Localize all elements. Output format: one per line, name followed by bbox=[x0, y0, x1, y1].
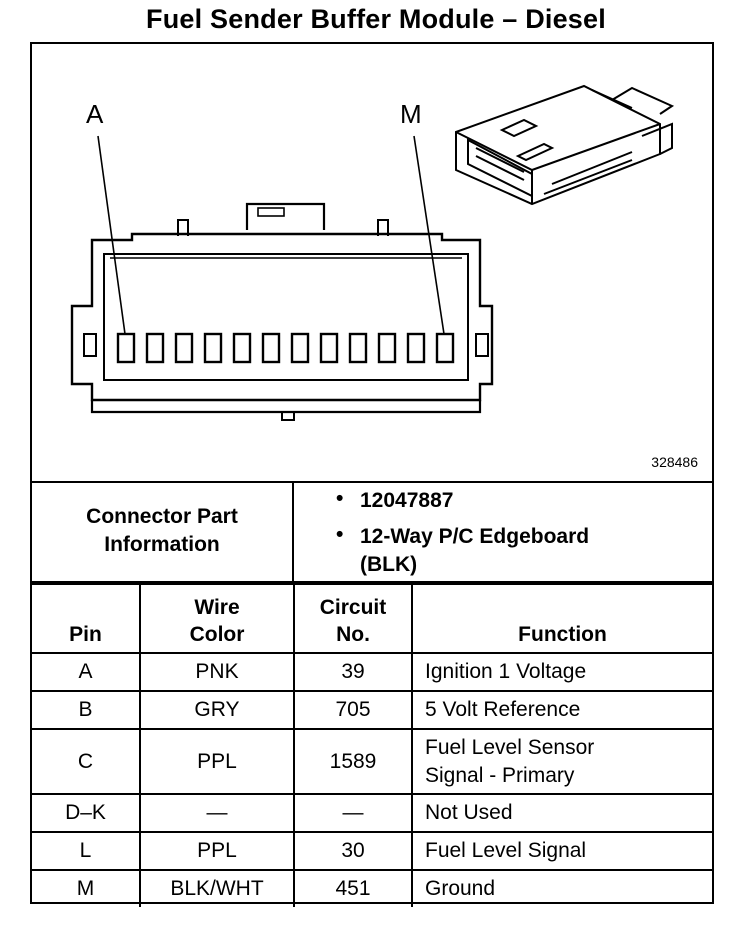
table-header-row: Pin Wire Color Circuit No. Function bbox=[32, 583, 712, 654]
connector-face-drawing bbox=[70, 84, 675, 421]
wire-color-cell: BLK/WHT bbox=[139, 869, 295, 907]
header-function: Function bbox=[411, 583, 712, 654]
circuit-cell: 451 bbox=[293, 869, 413, 907]
wire-color-cell: PPL bbox=[139, 831, 295, 871]
header-wire-color: Wire Color bbox=[139, 583, 295, 654]
pin-cell: A bbox=[32, 652, 141, 692]
circuit-cell: 705 bbox=[293, 690, 413, 730]
table-row: L PPL 30 Fuel Level Signal bbox=[32, 831, 712, 871]
wire-color-cell: — bbox=[139, 793, 295, 833]
function-cell: Not Used bbox=[411, 793, 712, 833]
circuit-cell: 1589 bbox=[293, 728, 413, 795]
figure-number: 328486 bbox=[651, 454, 698, 470]
circuit-cell: 30 bbox=[293, 831, 413, 871]
bullet-icon: • bbox=[336, 487, 344, 510]
pin-cell: L bbox=[32, 831, 141, 871]
pin-cavities bbox=[116, 332, 455, 364]
connector-part-information: Connector Part Information • 12047887 • … bbox=[32, 481, 712, 583]
function-cell: Fuel Level Signal bbox=[411, 831, 712, 871]
connector-diagram: A M 328486 bbox=[32, 44, 712, 483]
connector-info-values: • 12047887 • 12-Way P/C Edgeboard (BLK) bbox=[294, 481, 712, 581]
function-cell: 5 Volt Reference bbox=[411, 690, 712, 730]
function-cell: Ignition 1 Voltage bbox=[411, 652, 712, 692]
header-pin: Pin bbox=[32, 583, 141, 654]
page-title: Fuel Sender Buffer Module – Diesel bbox=[146, 4, 606, 34]
connector-type: 12-Way P/C Edgeboard (BLK) bbox=[360, 525, 590, 576]
pin-cell: B bbox=[32, 690, 141, 730]
table-row: B GRY 705 5 Volt Reference bbox=[32, 690, 712, 730]
pin-label-last: M bbox=[400, 99, 422, 129]
wire-color-cell: PPL bbox=[139, 728, 295, 795]
connector-info-label: Connector Part Information bbox=[32, 481, 294, 581]
table-row: M BLK/WHT 451 Ground bbox=[32, 869, 712, 907]
pin-cell: C bbox=[32, 728, 141, 795]
wire-color-cell: GRY bbox=[139, 690, 295, 730]
connector-part-number: 12047887 bbox=[360, 489, 454, 512]
diagram-frame: A M 328486 Connector Part Information • … bbox=[30, 42, 714, 907]
connector-isometric-drawing bbox=[455, 84, 675, 206]
wire-color-cell: PNK bbox=[139, 652, 295, 692]
pin-cell: M bbox=[32, 869, 141, 907]
table-row: C PPL 1589 Fuel Level Sensor Signal - Pr… bbox=[32, 728, 712, 795]
bullet-icon: • bbox=[336, 523, 344, 546]
table-row: D–K — — Not Used bbox=[32, 793, 712, 833]
header-circuit: Circuit No. bbox=[293, 583, 413, 654]
circuit-cell: — bbox=[293, 793, 413, 833]
function-cell: Fuel Level Sensor Signal - Primary bbox=[411, 728, 712, 795]
table-row: A PNK 39 Ignition 1 Voltage bbox=[32, 652, 712, 692]
pin-table: Pin Wire Color Circuit No. Function A PN… bbox=[32, 583, 712, 907]
circuit-cell: 39 bbox=[293, 652, 413, 692]
pin-label-first: A bbox=[86, 99, 104, 129]
pin-cell: D–K bbox=[32, 793, 141, 833]
function-cell: Ground bbox=[411, 869, 712, 907]
